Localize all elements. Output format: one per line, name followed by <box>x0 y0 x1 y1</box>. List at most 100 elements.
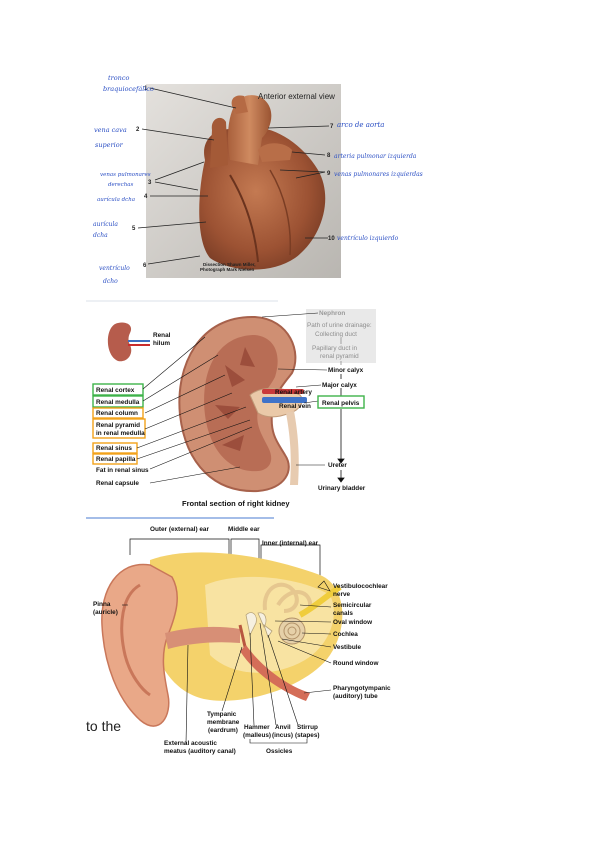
hammer-label-2: (malleus) <box>243 732 271 739</box>
renal-capsule-label: Renal capsule <box>96 480 139 487</box>
major-calyx-label: Major calyx <box>322 382 357 389</box>
body-text-fragment: to the <box>86 718 122 734</box>
renal-pelvis-label: Renal pelvis <box>322 400 360 407</box>
ear-right-leaders <box>274 604 332 694</box>
heart-number-10: 10 <box>328 236 335 242</box>
heart-body <box>199 127 326 270</box>
vestibulocochlear-label-1: Vestibulocochlear <box>333 583 388 590</box>
heart-number-5: 5 <box>132 226 136 232</box>
papillary-duct-2: renal pyramid <box>320 353 359 360</box>
stirrup-label-1: Stirrup <box>297 724 318 731</box>
heart-number-3: 3 <box>148 180 152 186</box>
heart-number-6: 6 <box>143 263 147 269</box>
note-7: arco de aorta <box>337 121 384 129</box>
vestibulocochlear-label-2: nerve <box>333 591 350 598</box>
ureter-label: Ureter <box>328 462 347 469</box>
renal-pyramid-label-2: in renal medulla <box>96 430 145 437</box>
collecting-duct: Collecting duct <box>315 331 357 338</box>
pinna-label-2: (auricle) <box>93 609 118 616</box>
ossicles-label: Ossicles <box>266 748 293 755</box>
note-1-line-2: braquiocefálico <box>103 85 154 93</box>
heart-number-4: 4 <box>144 194 148 200</box>
note-4: aurícula dcha <box>97 196 135 203</box>
note-3-line-1: venas pulmonares <box>100 172 151 178</box>
note-5-line-2: dcha <box>93 232 108 239</box>
small-kidney-icon <box>107 322 132 362</box>
vestibule-label: Vestibule <box>333 644 362 651</box>
auditory-canal <box>165 626 240 649</box>
heart-figure: Anterior external view Photograph Mark N… <box>93 74 423 285</box>
pharyngotympanic-label-2: (auditory) tube <box>333 693 378 700</box>
pharyngotympanic-label-1: Pharyngotympanic <box>333 685 391 692</box>
note-2-line-1: vena cava <box>94 126 127 134</box>
renal-sinus-label: Renal sinus <box>96 445 132 452</box>
cochlea-label: Cochlea <box>333 631 358 638</box>
hilum-label-2: hilum <box>153 340 170 347</box>
note-2-line-2: superior <box>95 141 124 149</box>
ureter-shape <box>286 411 299 485</box>
urinary-bladder-label: Urinary bladder <box>318 485 366 492</box>
outer-ear-label: Outer (external) ear <box>150 526 209 533</box>
brachiocephalic-trunk <box>231 95 248 114</box>
semicircular-label-1: Semicircular <box>333 602 372 609</box>
heart-number-2: 2 <box>136 127 140 133</box>
vestibulocochlear-nerve-shape <box>298 584 342 618</box>
anvil-label-1: Anvil <box>275 724 291 731</box>
inner-ear-label: Inner (internal) ear <box>262 540 319 547</box>
note-6-line-1: ventrículo <box>99 265 130 272</box>
middle-ear-label: Middle ear <box>228 526 260 533</box>
renal-papilla-label: Renal papilla <box>96 456 136 463</box>
papillary-duct-1: Papillary duct in <box>312 345 358 352</box>
round-window-label: Round window <box>333 660 378 667</box>
kidney-left-labels: Renal cortex Renal medulla Renal column … <box>92 383 149 487</box>
note-5-line-1: aurícula <box>93 221 118 228</box>
heart-credit-line-1: Photograph Mark Nielsen <box>200 267 255 272</box>
meatus-label-2: meatus (auditory canal) <box>164 748 236 755</box>
heart-view-title: Anterior external view <box>258 92 335 101</box>
heart-credit-line-2: Dissection Shawn Miller, <box>203 262 256 267</box>
note-10: ventrículo izquierdo <box>337 235 399 242</box>
tympanic-label-2: membrane <box>207 719 240 726</box>
renal-vein-label: Renal vein <box>279 403 311 410</box>
urine-path-panel <box>306 309 376 363</box>
kidney-caption: Frontal section of right kidney <box>182 499 290 508</box>
heart-number-1: 1 <box>144 86 148 92</box>
urine-path-arrows <box>337 338 345 483</box>
hilum-label-1: Renal <box>153 332 171 339</box>
oval-window-label: Oval window <box>333 619 372 626</box>
note-1-line-1: tronco <box>108 74 129 82</box>
superior-vena-cava <box>210 117 228 168</box>
renal-cortex-label: Renal cortex <box>96 387 135 394</box>
hammer-label-1: Hammer <box>244 724 270 731</box>
ossicles-shape <box>245 612 273 638</box>
tympanic-label-3: (eardrum) <box>208 727 238 734</box>
heart-number-7: 7 <box>330 124 334 130</box>
ear-figure: Outer (external) ear Middle ear Inner (i… <box>86 517 391 755</box>
path-title: Path of urine drainage: <box>307 322 372 329</box>
renal-medulla-label: Renal medulla <box>96 399 140 406</box>
nephron-label: Nephron <box>319 310 345 317</box>
pinna-label-1: Pinna <box>93 601 111 608</box>
kidney-figure: Renal hilum Renal artery Renal vein Rena… <box>86 300 376 508</box>
renal-artery-label: Renal artery <box>275 389 312 396</box>
ear-bottom-leaders <box>185 622 308 744</box>
pulmonary-artery <box>258 143 292 162</box>
note-6-line-2: dcho <box>103 278 118 285</box>
note-3-line-2: derechas <box>108 182 134 188</box>
fat-renal-sinus-label: Fat in renal sinus <box>96 467 149 474</box>
heart-leader-lines <box>137 87 330 265</box>
note-9: venas pulmonares izquierdas <box>334 171 423 178</box>
note-8: arteria pulmonar izquierda <box>334 153 417 160</box>
heart-number-9: 9 <box>327 171 331 177</box>
tympanic-label-1: Tympanic <box>207 711 237 718</box>
heart-number-8: 8 <box>327 153 331 159</box>
stirrup-label-2: (stapes) <box>295 732 320 739</box>
meatus-label-1: External acoustic <box>164 740 217 747</box>
anvil-label-2: (incus) <box>272 732 293 739</box>
semicircular-label-2: canals <box>333 610 353 617</box>
renal-pyramid-label-1: Renal pyramid <box>96 422 140 429</box>
kidney-left-leaders <box>136 336 253 484</box>
minor-calyx-label: Minor calyx <box>328 367 364 374</box>
renal-column-label: Renal column <box>96 410 138 417</box>
cochlea-shape <box>278 617 306 645</box>
